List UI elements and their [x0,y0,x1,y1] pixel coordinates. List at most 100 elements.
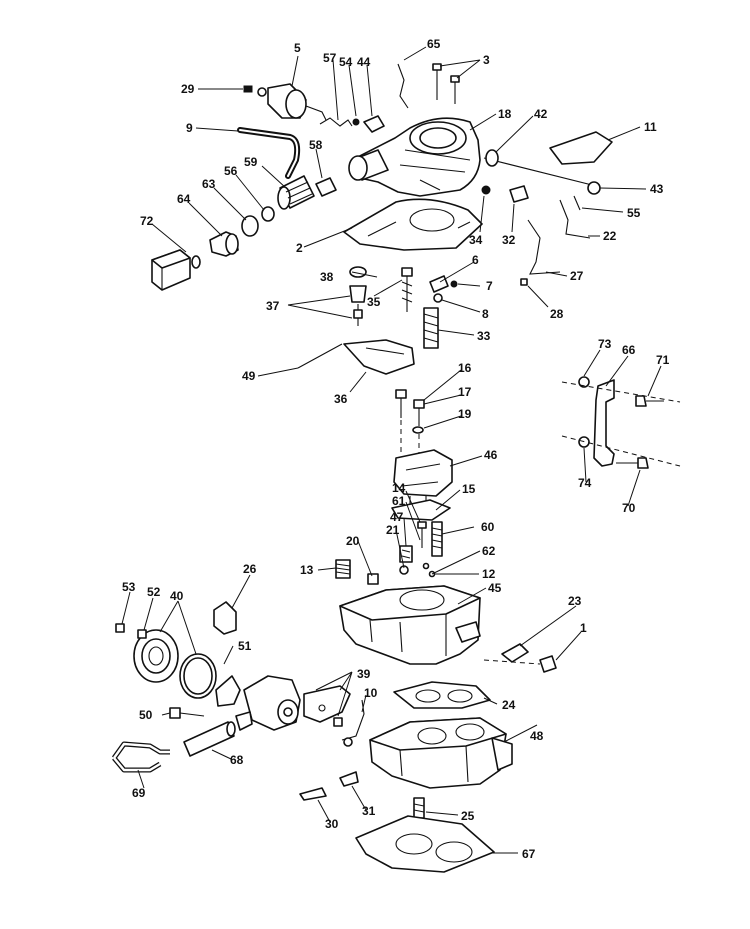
callout-73: 73 [598,337,612,351]
throttle-body [369,717,513,789]
callout-45: 45 [488,581,502,595]
float-assembly [297,339,415,375]
power-piston-spring [423,307,439,349]
callout-25: 25 [461,809,475,823]
callout-38: 38 [320,270,334,284]
callout-2: 2 [296,241,303,255]
callout-37: 37 [266,299,280,313]
callout-12: 12 [482,567,496,581]
callout-69: 69 [132,786,146,800]
choke-vacuum-unit [257,83,327,121]
callout-9: 9 [186,121,193,135]
accelerator-pump-lever-23 [483,643,541,665]
fuel-filter-assembly [151,175,337,291]
callout-60: 60 [481,520,495,534]
callout-52: 52 [147,585,161,599]
callout-7: 7 [486,279,493,293]
callout-72: 72 [140,214,154,228]
choke-brackets-39 [303,685,351,727]
callout-42: 42 [534,107,548,121]
callout-11: 11 [644,120,657,134]
callout-20: 20 [346,534,360,548]
screw-29 [243,85,253,93]
air-horn-assembly [348,117,481,197]
callout-53: 53 [122,580,136,594]
choke-thermostat-cover [115,623,241,707]
callout-8: 8 [482,307,489,321]
callout-71: 71 [656,353,670,367]
callout-65: 65 [427,37,441,51]
vacuum-hose [237,127,301,179]
callout-35: 35 [367,295,381,309]
callout-55: 55 [627,206,641,220]
callout-50: 50 [139,708,153,722]
callout-36: 36 [334,392,348,406]
callout-10: 10 [364,686,378,700]
float-bowl-body [339,585,481,665]
callout-numbers: 5 29 9 57 54 44 65 3 18 42 11 58 59 56 6… [122,37,670,861]
callout-33: 33 [477,329,491,343]
tube-68 [183,721,236,757]
callout-68: 68 [230,753,244,767]
linkage-rods [520,199,591,286]
screw-1 [539,655,557,673]
callout-26: 26 [243,562,257,576]
callout-48: 48 [530,729,544,743]
callout-29: 29 [181,82,195,96]
callout-63: 63 [202,177,216,191]
callout-1: 1 [580,621,587,635]
callout-67: 67 [522,847,536,861]
callout-44: 44 [357,55,371,69]
callout-19: 19 [458,407,472,421]
callout-74: 74 [578,476,592,490]
mounting-bracket [561,376,681,469]
callout-13: 13 [300,563,314,577]
air-horn-screws [432,63,460,104]
callout-64: 64 [177,192,191,206]
callout-23: 23 [568,594,582,608]
callout-31: 31 [362,804,376,818]
callout-16: 16 [458,361,472,375]
callout-30: 30 [325,817,339,831]
air-horn-gasket [343,198,483,251]
throttle-screw-25 [413,797,425,819]
callout-43: 43 [650,182,664,196]
parts-6-7-8 [429,275,458,303]
callout-34: 34 [469,233,483,247]
callout-58: 58 [309,138,323,152]
vacuum-screw-35 [401,267,413,312]
choke-rod [397,63,409,109]
callout-5: 5 [294,41,301,55]
leader-lines [121,46,662,854]
callout-6: 6 [472,253,479,267]
callout-24: 24 [502,698,516,712]
idle-mixture-screws [299,771,359,801]
callout-61: 61 [392,494,406,508]
link-10 [341,699,365,747]
callout-32: 32 [502,233,516,247]
choke-linkage [319,115,385,133]
callout-51: 51 [238,639,252,653]
callout-49: 49 [242,369,256,383]
callout-47: 47 [390,510,404,524]
callout-40: 40 [170,589,184,603]
callout-39: 39 [357,667,371,681]
callout-28: 28 [550,307,564,321]
callout-17: 17 [458,385,472,399]
callout-59: 59 [244,155,258,169]
jets-and-springs [335,521,443,585]
throttle-body-gasket-24 [393,681,491,709]
callout-22: 22 [603,229,617,243]
venturi-cluster [393,449,453,508]
callout-27: 27 [570,269,584,283]
pump-plunger-screws [395,389,425,456]
callout-14: 14 [392,481,406,495]
choke-screw-50 [169,707,205,719]
callout-15: 15 [462,482,476,496]
callout-70: 70 [622,501,636,515]
hot-air-tube-69 [111,741,170,773]
callout-18: 18 [498,107,512,121]
callout-56: 56 [224,164,238,178]
